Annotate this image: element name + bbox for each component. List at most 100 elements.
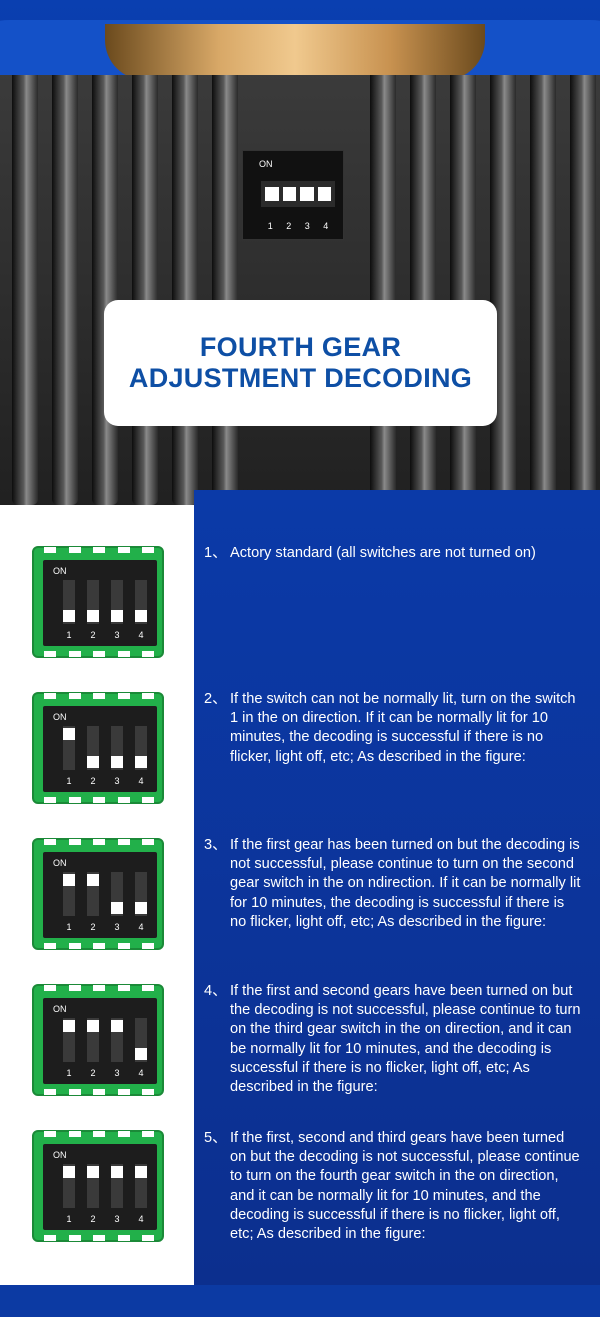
board-pin: [142, 693, 154, 699]
board-pin: [68, 797, 81, 803]
board-pin: [44, 651, 56, 657]
step-text: If the first gear has been turned on but…: [230, 837, 581, 930]
board-pin: [93, 839, 105, 845]
instruction-step-3: 3、If the first gear has been turned on b…: [204, 836, 584, 932]
board-pin: [117, 693, 130, 699]
dip-switch-number: 1: [66, 1068, 72, 1078]
board-pin: [44, 839, 56, 845]
dip-switch-number: 3: [114, 1214, 120, 1224]
heatsink-fin: [12, 75, 38, 505]
step-text: Actory standard (all switches are not tu…: [230, 545, 536, 561]
dip-switch-track-1: [63, 872, 75, 916]
title-card: FOURTH GEAR ADJUSTMENT DECODING: [104, 300, 497, 426]
board-pin: [93, 547, 105, 553]
board-pin: [117, 839, 130, 845]
dip-switch-number: 4: [138, 922, 144, 932]
board-pin: [117, 797, 130, 803]
dip-switch-number: 2: [90, 776, 96, 786]
heatsink-fin: [212, 75, 238, 505]
board-pin: [68, 943, 81, 949]
dip-switch-knob-on: [87, 1020, 99, 1032]
dip-switch-number: 1: [66, 630, 72, 640]
board-pin: [93, 797, 105, 803]
dip-switch-number: 4: [138, 1214, 144, 1224]
board-pin: [44, 1235, 56, 1241]
board-pin-row: [44, 1089, 154, 1095]
dip-switch-track-3: [111, 726, 123, 770]
heatsink-fin: [172, 75, 198, 505]
dip-switch-number: 2: [90, 1214, 96, 1224]
dip-switch-knob-off: [111, 610, 123, 622]
board-pin-row: [44, 693, 154, 699]
dip-switch-number: 4: [138, 776, 144, 786]
step-index: 5、: [204, 1130, 227, 1146]
step-index: 3、: [204, 837, 227, 853]
hero-dip-number: 4: [323, 221, 329, 231]
board-pin: [44, 797, 56, 803]
dip-switch-number: 3: [114, 922, 120, 932]
board-pin: [117, 1131, 130, 1137]
page-title-line1: FOURTH GEAR: [199, 332, 402, 362]
dip-switch-track-2: [87, 580, 99, 624]
board-pin: [142, 943, 154, 949]
board-pin-row: [44, 985, 154, 991]
heatsink-fin: [370, 75, 396, 505]
board-pin: [68, 651, 81, 657]
dip-switch-knob-off: [87, 756, 99, 768]
instruction-step-1: 1、Actory standard (all switches are not …: [204, 544, 584, 563]
instructions-panel: [194, 490, 600, 1285]
board-pin: [68, 1131, 81, 1137]
dip-on-label: ON: [53, 566, 67, 576]
board-pin: [142, 1131, 154, 1137]
dip-switch-knob-on: [87, 874, 99, 886]
hero-dip-on-label: ON: [259, 159, 273, 169]
dip-switch-number: 1: [66, 1214, 72, 1224]
heatsink-fin: [490, 75, 516, 505]
heatsink-fin: [52, 75, 78, 505]
board-pin: [117, 1235, 130, 1241]
step-index: 2、: [204, 691, 227, 707]
dip-switch-knob-on: [111, 1166, 123, 1178]
board-pin: [44, 985, 56, 991]
dip-switch-knob-off: [135, 756, 147, 768]
hero-dip-number: 2: [286, 221, 292, 231]
dip-switch-track-1: [63, 580, 75, 624]
dip-switch-track-2: [87, 1018, 99, 1062]
board-pin: [142, 985, 154, 991]
dip-switch-knob-on: [63, 728, 75, 740]
board-pin: [93, 1089, 105, 1095]
board-pin: [44, 1131, 56, 1137]
dip-switch-knob-on: [87, 1166, 99, 1178]
step-text: If the first, second and third gears hav…: [230, 1130, 580, 1243]
heatsink-image: [0, 75, 600, 505]
dip-switch-knob-on: [63, 1166, 75, 1178]
instruction-step-5: 5、If the first, second and third gears h…: [204, 1129, 584, 1244]
dip-switch-track-1: [63, 726, 75, 770]
board-pin: [68, 1235, 81, 1241]
instruction-step-2: 2、If the switch can not be normally lit,…: [204, 690, 584, 767]
hero-dip-number: 3: [304, 221, 310, 231]
dip-switch-number: 3: [114, 1068, 120, 1078]
board-pin: [142, 547, 154, 553]
dip-switch-track-4: [135, 872, 147, 916]
hero-dip-switch: ON 1 2 3 4: [242, 150, 344, 240]
dip-switch-track-3: [111, 1164, 123, 1208]
step-index: 4、: [204, 983, 227, 999]
board-pin-row: [44, 839, 154, 845]
board-pin-row: [44, 1131, 154, 1137]
dip-switch-knob-on: [63, 874, 75, 886]
board-pin: [44, 1089, 56, 1095]
dip-on-label: ON: [53, 858, 67, 868]
dip-switch-number: 2: [90, 630, 96, 640]
dip-switch-number: 2: [90, 1068, 96, 1078]
instruction-step-4: 4、If the first and second gears have bee…: [204, 982, 584, 1097]
heatsink-fin: [530, 75, 556, 505]
heatsink-fin: [570, 75, 596, 505]
dip-switch-track-4: [135, 1164, 147, 1208]
board-pin-row: [44, 651, 154, 657]
dip-switch-track-4: [135, 580, 147, 624]
